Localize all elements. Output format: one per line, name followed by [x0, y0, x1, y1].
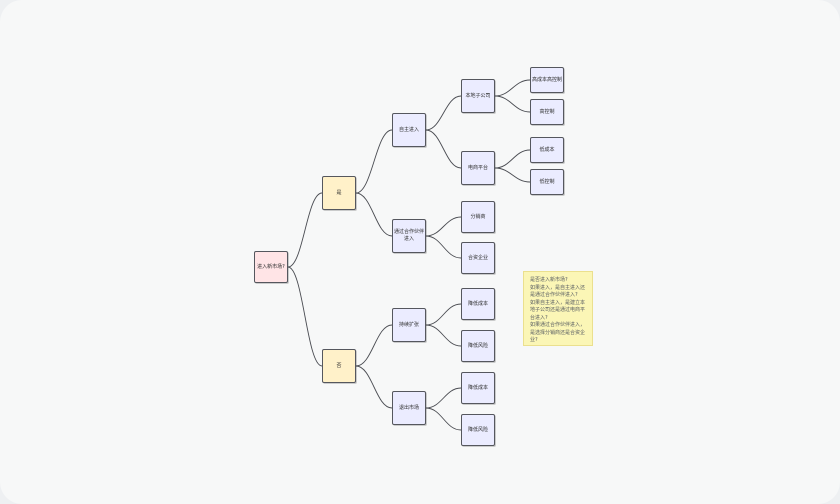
node-root[interactable]: 进入新市场?: [254, 251, 288, 283]
node-x2[interactable]: 降低风险: [461, 414, 495, 446]
edge-partner-jv: [425, 235, 462, 259]
node-self[interactable]: 自主进入: [392, 113, 426, 147]
node-lCost[interactable]: 低成本: [530, 137, 564, 163]
node-jv[interactable]: 合资企业: [461, 242, 495, 274]
edge-exit-x1: [425, 387, 462, 409]
edge-exit-x2: [425, 407, 462, 431]
edge-local-hcHigh: [494, 79, 531, 97]
edge-yes-partner: [355, 192, 393, 237]
sticky-note[interactable]: 是否进入新市场? 如果进入，是自主进入还是通过合作伙伴进入? 如果自主进入，是建…: [523, 271, 593, 346]
edge-local-hCtrl: [494, 95, 531, 113]
node-hcHigh[interactable]: 高成本高控制: [530, 67, 564, 93]
node-exit[interactable]: 退出市场: [392, 391, 426, 425]
edge-self-ecom: [425, 129, 462, 169]
node-lCtrl[interactable]: 低控制: [530, 169, 564, 195]
node-hCtrl[interactable]: 高控制: [530, 99, 564, 125]
node-e1[interactable]: 降低成本: [461, 288, 495, 320]
edge-root-no: [287, 266, 323, 367]
edge-expand-e1: [425, 303, 462, 326]
edge-ecom-lCtrl: [494, 167, 531, 183]
edge-expand-e2: [425, 324, 462, 347]
edge-partner-dist: [425, 216, 462, 237]
edge-no-exit: [355, 365, 393, 409]
node-dist[interactable]: 分销商: [461, 201, 495, 233]
node-e2[interactable]: 降低风险: [461, 330, 495, 362]
edge-yes-self: [355, 129, 393, 194]
edge-root-yes: [287, 192, 323, 268]
edge-ecom-lCost: [494, 149, 531, 169]
node-ecom[interactable]: 电商平台: [461, 151, 495, 185]
node-local[interactable]: 本地子公司: [461, 79, 495, 113]
node-x1[interactable]: 降低成本: [461, 372, 495, 404]
node-partner[interactable]: 通过合作伙伴进入: [392, 219, 426, 253]
edge-no-expand: [355, 324, 393, 367]
node-expand[interactable]: 持续扩张: [392, 308, 426, 342]
node-no[interactable]: 否: [322, 349, 356, 383]
edge-self-local: [425, 95, 462, 131]
node-yes[interactable]: 是: [322, 176, 356, 210]
